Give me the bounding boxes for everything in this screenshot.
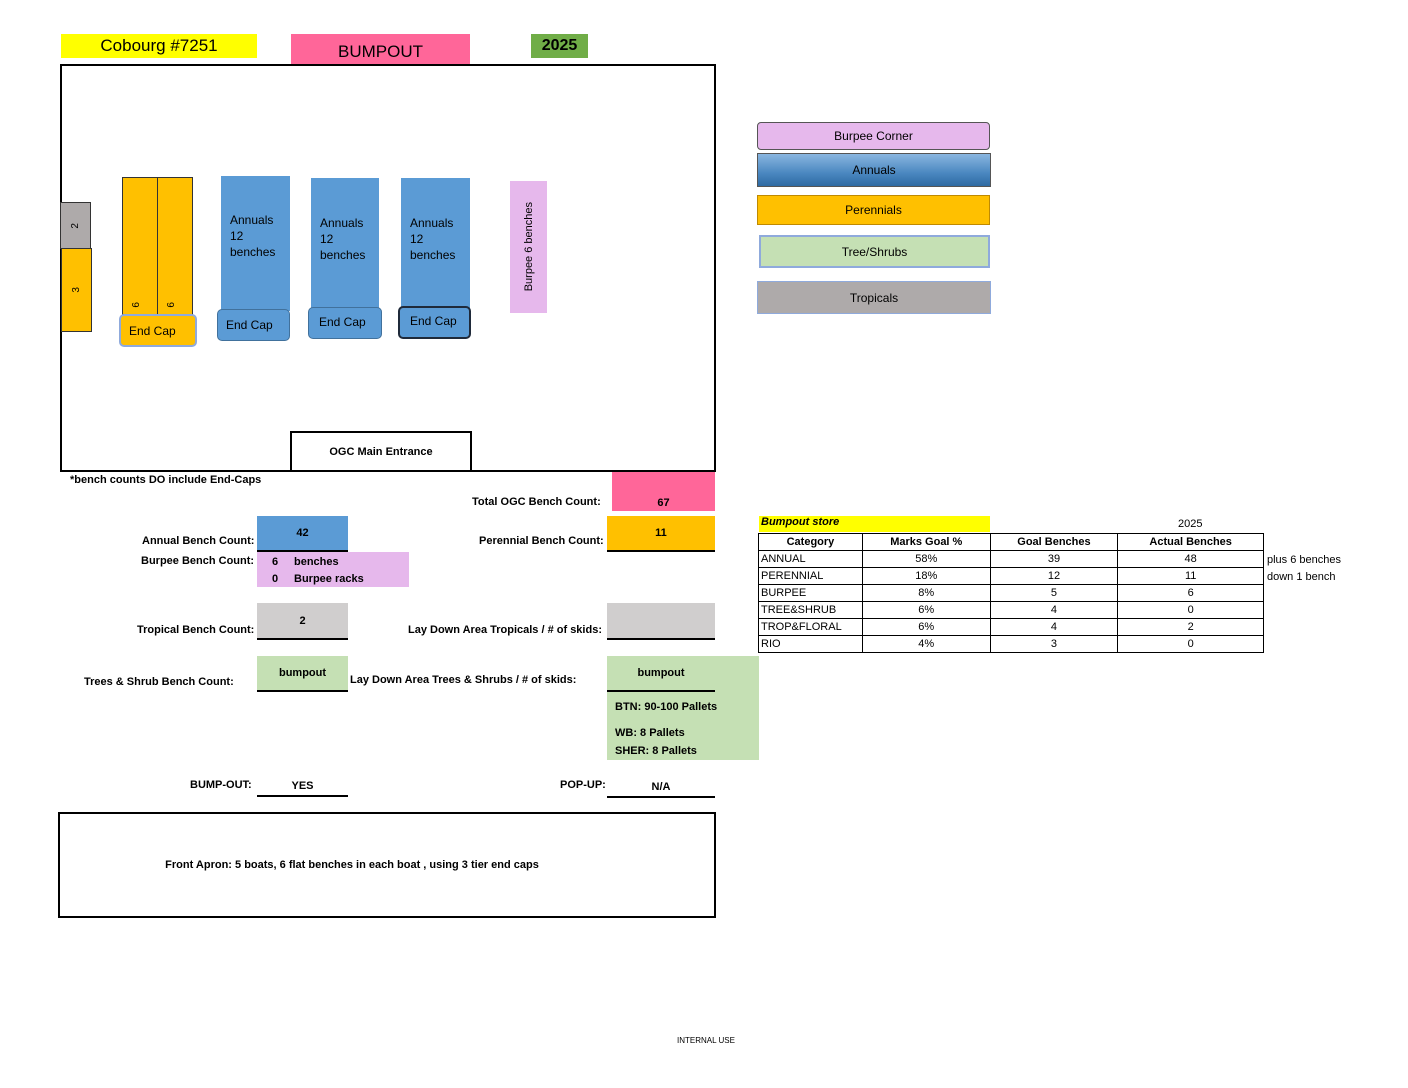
- pallets-sher: SHER: 8 Pallets: [615, 745, 697, 757]
- table-cell: 58%: [861, 550, 991, 568]
- header-cell: Actual Benches: [1117, 533, 1264, 551]
- table-cell: 0: [1117, 601, 1264, 619]
- table-cell: 11: [1117, 567, 1264, 585]
- bumpout-table: Category Marks Goal % Goal Benches Actua…: [758, 533, 1264, 653]
- popup-value: N/A: [607, 777, 715, 798]
- total-label: Total OGC Bench Count:: [472, 496, 601, 508]
- end-cap: End Cap: [398, 306, 471, 339]
- end-cap: End Cap: [217, 309, 290, 341]
- burpee-benches: 6: [272, 556, 279, 568]
- table-cell: 4: [989, 601, 1119, 619]
- table-cell: ANNUAL: [758, 550, 863, 568]
- table-cell: 5: [989, 584, 1119, 602]
- table-cell: RIO: [758, 635, 863, 653]
- header-cell: Category: [758, 533, 863, 551]
- laydown-trop-value: [607, 603, 715, 640]
- bumpout-label: BUMP-OUT:: [190, 779, 252, 791]
- legend-tree-shrubs: Tree/Shrubs: [759, 235, 990, 268]
- perennial-value: 11: [607, 516, 715, 552]
- bench-note: *bench counts DO include End-Caps: [70, 474, 262, 486]
- laydown-trees-label: Lay Down Area Trees & Shrubs / # of skid…: [350, 674, 577, 686]
- bumpout-table-title: Bumpout store: [759, 516, 990, 532]
- legend-tropicals: Tropicals: [757, 281, 991, 314]
- burpee-racks: 0: [272, 573, 279, 585]
- tropical-value: 2: [257, 603, 348, 640]
- front-apron-note: Front Apron: 5 boats, 6 flat benches in …: [58, 812, 716, 918]
- footer-label: INTERNAL USE: [677, 1036, 735, 1045]
- table-cell: TROP&FLORAL: [758, 618, 863, 636]
- row-note: down 1 bench: [1267, 571, 1336, 583]
- total-value: 67: [612, 472, 715, 511]
- perennial-small-bench: 3: [61, 248, 92, 332]
- legend-perennials: Perennials: [757, 195, 990, 225]
- table-cell: 18%: [861, 567, 991, 585]
- annual-label: Annual Bench Count:: [142, 535, 255, 547]
- table-cell: 2: [1117, 618, 1264, 636]
- header-cell: Goal Benches: [989, 533, 1119, 551]
- popup-label: POP-UP:: [560, 779, 606, 791]
- legend-burpee: Burpee Corner: [757, 122, 990, 150]
- end-cap: End Cap: [308, 307, 382, 339]
- legend-annuals: Annuals: [757, 153, 991, 187]
- table-cell: 4%: [861, 635, 991, 653]
- end-cap: End Cap: [119, 314, 197, 347]
- burpee-block: Burpee 6 benches: [510, 181, 547, 313]
- table-cell: TREE&SHRUB: [758, 601, 863, 619]
- burpee-label: Burpee Bench Count:: [141, 555, 255, 567]
- perennial-bench: 6: [122, 177, 158, 315]
- perennial-label: Perennial Bench Count:: [479, 535, 604, 547]
- table-header: Category Marks Goal % Goal Benches Actua…: [758, 533, 1264, 551]
- table-cell: 8%: [861, 584, 991, 602]
- table-cell: 6%: [861, 618, 991, 636]
- table-cell: BURPEE: [758, 584, 863, 602]
- trees-label: Trees & Shrub Bench Count:: [84, 676, 234, 688]
- table-cell: 0: [1117, 635, 1264, 653]
- tropical-small-bench: 2: [60, 202, 91, 249]
- laydown-trop-label: Lay Down Area Tropicals / # of skids:: [408, 624, 602, 636]
- laydown-trees-value: bumpout: [607, 656, 715, 692]
- pallets-wb: WB: 8 Pallets: [615, 727, 685, 739]
- store-type: BUMPOUT: [291, 34, 470, 64]
- burpee-benches-unit: benches: [294, 556, 339, 568]
- table-cell: 3: [989, 635, 1119, 653]
- perennial-bench: 6: [157, 177, 193, 315]
- row-note: plus 6 benches: [1267, 554, 1341, 566]
- burpee-value: 6 benches 0 Burpee racks: [257, 552, 409, 587]
- header-cell: Marks Goal %: [861, 533, 991, 551]
- burpee-racks-unit: Burpee racks: [294, 573, 364, 585]
- table-cell: PERENNIAL: [758, 567, 863, 585]
- year-badge: 2025: [531, 34, 588, 58]
- table-cell: 6: [1117, 584, 1264, 602]
- table-cell: 6%: [861, 601, 991, 619]
- store-title: Cobourg #7251: [61, 34, 257, 58]
- trees-value: bumpout: [257, 656, 348, 692]
- tropical-label: Tropical Bench Count:: [137, 624, 255, 636]
- annual-value: 42: [257, 516, 348, 552]
- bumpout-value: YES: [257, 776, 348, 797]
- laydown-trees-box: [607, 656, 759, 760]
- table-cell: 48: [1117, 550, 1264, 568]
- bumpout-table-year: 2025: [1178, 518, 1203, 530]
- pallets-btn: BTN: 90-100 Pallets: [615, 701, 718, 713]
- table-cell: 12: [989, 567, 1119, 585]
- table-cell: 4: [989, 618, 1119, 636]
- table-cell: 39: [989, 550, 1119, 568]
- main-entrance: OGC Main Entrance: [290, 431, 472, 472]
